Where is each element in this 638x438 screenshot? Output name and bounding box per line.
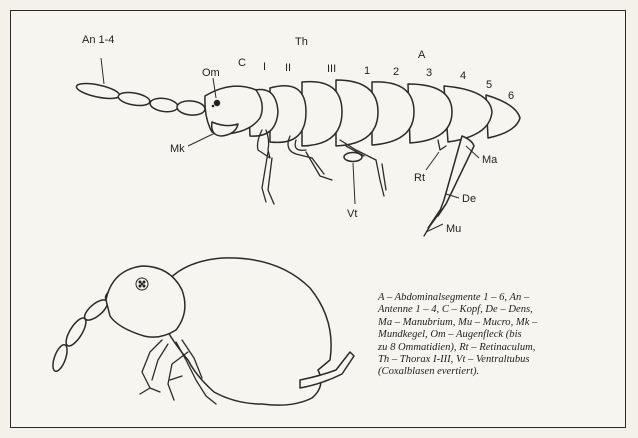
globular-springtail: [50, 258, 354, 405]
antenna: [75, 81, 205, 117]
label-mucro: Mu: [446, 223, 461, 235]
body-segments: [248, 80, 520, 146]
label-thorax-1: I: [263, 61, 266, 73]
label-thorax: Th: [295, 36, 308, 48]
caption-line: (Coxalblasen evertiert).: [378, 366, 624, 378]
label-thorax-2: II: [285, 62, 291, 74]
label-abdomen: A: [418, 49, 426, 61]
label-abd-2: 2: [393, 66, 399, 78]
elongate-springtail: An 1-4 Om C Th I II III A 1 2 3 4 5 6 Mk…: [75, 34, 520, 236]
label-mouth-cone: Mk: [170, 143, 185, 155]
globular-eye: [136, 278, 148, 290]
label-manubrium: Ma: [482, 154, 498, 166]
label-eye: Om: [202, 67, 220, 79]
label-head: C: [238, 57, 246, 69]
eye-spot: [214, 100, 220, 106]
caption-line: Mundkegel, Om – Augenfleck (bis: [378, 329, 624, 341]
label-abd-1: 1: [364, 65, 370, 77]
ventral-tube: [344, 153, 362, 162]
label-antenna: An 1-4: [82, 34, 114, 46]
label-dens: De: [462, 193, 476, 205]
label-abd-6: 6: [508, 90, 514, 102]
label-retinaculum: Rt: [414, 172, 425, 184]
caption-line: zu 8 Ommatidien), Rt – Retinaculum,: [378, 342, 624, 354]
figure-caption: A – Abdominalsegmente 1 – 6, An – Antenn…: [378, 292, 624, 379]
furca: [424, 136, 474, 236]
label-ventral-tube: Vt: [347, 208, 357, 220]
leader-lines: [101, 58, 479, 232]
label-abd-4: 4: [460, 70, 466, 82]
retinaculum: [438, 140, 446, 150]
caption-line: Ma – Manubrium, Mu – Mucro, Mk –: [378, 317, 624, 329]
label-abd-3: 3: [426, 67, 432, 79]
caption-line: Th – Thorax I-III, Vt – Ventraltubus: [378, 354, 624, 366]
caption-line: Antenne 1 – 4, C – Kopf, De – Dens,: [378, 304, 624, 316]
label-abd-5: 5: [486, 79, 492, 91]
globular-head: [106, 266, 185, 337]
label-thorax-3: III: [327, 63, 336, 75]
caption-line: A – Abdominalsegmente 1 – 6, An –: [378, 292, 624, 304]
